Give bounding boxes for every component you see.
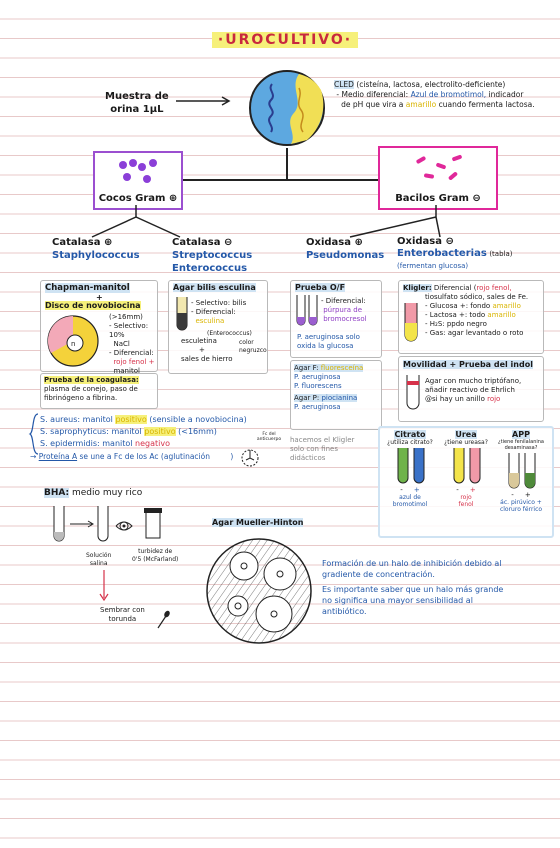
citrato-tubes-icon [397, 448, 425, 484]
chapman-petri-icon: n [47, 315, 99, 367]
chapman-box: Chapman-manitol + Disco de novobiocina n… [40, 280, 158, 375]
test-tube-icon [176, 297, 188, 331]
indol-tube-icon [406, 375, 420, 410]
oxidasa-positive-header: Oxidasa ⊕ Pseudomonas [306, 237, 385, 261]
svg-text:n: n [71, 340, 75, 348]
halo-description: Formación de un halo de inhibición debid… [322, 559, 504, 616]
urea-test: Urea ¿tiene ureasa? - + rojo fenol [444, 430, 488, 508]
proteina-a-line: → Proteína A se une a Fc de los Ac (aglu… [30, 452, 234, 461]
tree-connector [286, 148, 288, 180]
swab-icon [157, 610, 170, 629]
agar-f-p-box: Agar F: fluoresceína P. aeruginosa P. fl… [290, 360, 382, 430]
prueba-of-box: Prueba O/F - Diferencial: púrpura de bro… [290, 280, 382, 358]
tree-connector [180, 179, 378, 181]
oxidasa-negative-header: Oxidasa ⊖ Enterobacterias (tabla) (ferme… [397, 236, 513, 270]
solucion-salina-label: Solución salina [86, 552, 112, 567]
sembrar-torunda-label: Sembrar con torunda [100, 606, 145, 623]
urea-tubes-icon [453, 448, 481, 484]
page-title: ·UROCULTIVO· [205, 32, 365, 48]
bacilos-label: Bacilos Gram ⊖ [395, 193, 481, 204]
fc-note: Fc del anticuerpo [256, 432, 282, 442]
cocos-label: Cocos Gram ⊕ [98, 193, 178, 204]
catalasa-positive-header: Catalasa ⊕ Staphylococcus [52, 237, 140, 261]
cocci-icon [119, 159, 157, 183]
kligler-tube-icon [404, 303, 418, 342]
antibody-icon [241, 449, 259, 467]
arrow-down-icon [99, 570, 109, 602]
catalasa-negative-header: Catalasa ⊖ Streptococcus Enterococcus [172, 237, 253, 274]
cocos-gram-positive-box: Cocos Gram ⊕ [93, 151, 183, 210]
mueller-hinton-title: Agar Mueller-Hinton [212, 518, 304, 527]
app-test: APP ¿tiene fenilalanina desaminasa? - + … [497, 430, 544, 513]
cled-description: CLED (cisteína, lactosa, electrolito-def… [334, 80, 535, 109]
bha-title: BHA: medio muy rico [44, 488, 143, 498]
bacilos-gram-negative-box: Bacilos Gram ⊖ [378, 146, 498, 210]
cled-petri-dish-icon [249, 70, 325, 146]
movilidad-indol-box: Movilidad + Prueba del indol Agar con mu… [398, 356, 544, 422]
bilis-esculina-box: Agar bilis esculina - Selectivo: bilis -… [168, 280, 268, 374]
brace-icon [28, 413, 39, 455]
species-list: S. aureus: manitol positivo (sensible a … [40, 415, 247, 448]
kligler-box: Kligler: Diferencial (rojo fenol, tiosul… [398, 280, 544, 354]
arrow-right-icon [176, 96, 231, 106]
coagulasa-box: Prueba de la coagulasa: plasma de conejo… [40, 373, 158, 409]
app-tubes-icon [508, 453, 536, 489]
bha-procedure-icon [53, 506, 162, 542]
test-tubes-icon [296, 295, 318, 326]
page-title-text: ·UROCULTIVO· [211, 32, 359, 48]
sample-label: Muestra de orina 1µL [105, 91, 169, 115]
kligler-note: hacemos el Kligler solo con fines didáct… [290, 436, 355, 462]
mueller-hinton-plate-icon [206, 538, 312, 644]
tree-branches [91, 205, 441, 238]
bacilli-icon [416, 154, 462, 180]
turbidez-label: turbidez de 0'5 (McFarland) [132, 548, 179, 563]
citrato-test: Citrato ¿utiliza citrato? - + azul de br… [387, 430, 433, 508]
